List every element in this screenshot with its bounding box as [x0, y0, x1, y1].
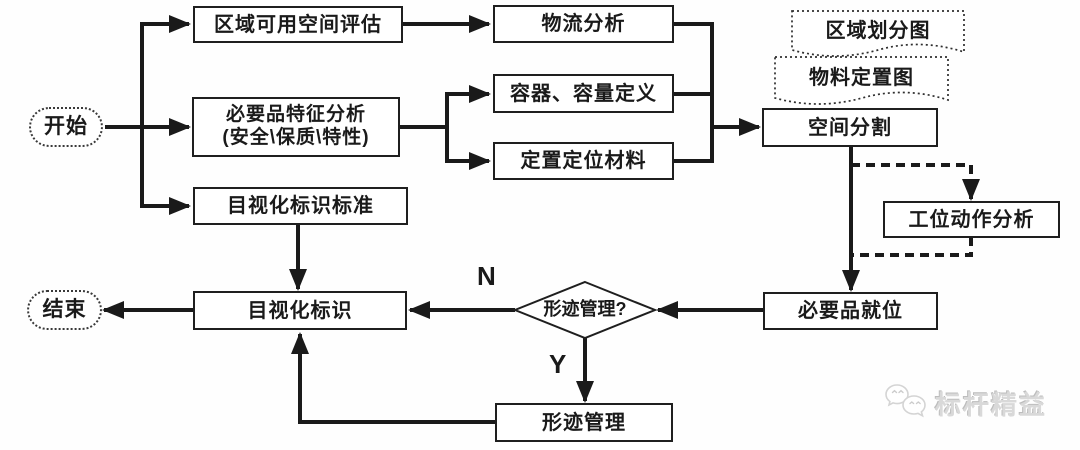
edge-label-yes: Y	[549, 349, 567, 379]
node-container-capacity: 容器、容量定义	[493, 74, 674, 113]
edge-dashed-station-return	[853, 237, 973, 257]
node-label: 开始	[44, 115, 88, 139]
node-label: 定置定位材料	[520, 150, 647, 172]
node-label: 形迹管理	[542, 411, 626, 434]
decision-diamond-shape	[512, 280, 658, 340]
doc-shape-material-placement-map	[774, 56, 949, 105]
edge-label-no: N	[477, 261, 496, 291]
node-label: 必要品特征分析	[225, 104, 366, 126]
node-end: 结束	[27, 290, 102, 330]
node-necessity-feature-analysis: 必要品特征分析 (安全\保质\特性)	[192, 97, 400, 157]
node-label: 结束	[42, 298, 87, 322]
doc-shape-area-division-map	[791, 10, 965, 57]
node-label: 目视化标识	[247, 299, 353, 322]
node-necessity-in-place: 必要品就位	[763, 292, 938, 330]
node-material-placement-map: 物料定置图	[775, 60, 948, 96]
node-start: 开始	[29, 107, 103, 147]
node-label: 物流分析	[541, 13, 626, 35]
node-label: 物料定置图	[809, 67, 914, 89]
node-station-motion-analysis: 工位动作分析	[883, 201, 1060, 238]
node-label: 目视化标识标准	[227, 195, 374, 217]
node-visual-marking-standard: 目视化标识标准	[193, 187, 408, 225]
watermark-brand-text: 标杆精益	[935, 389, 1048, 420]
node-label: 必要品就位	[798, 300, 903, 322]
node-trace-management: 形迹管理	[495, 403, 673, 442]
node-area-space-eval: 区域可用空间评估	[193, 6, 403, 43]
node-logistics-analysis: 物流分析	[493, 5, 674, 43]
node-label: 工位动作分析	[908, 208, 1035, 231]
node-label: 容器、容量定义	[510, 82, 657, 105]
watermark: 标杆精益	[884, 382, 1047, 424]
node-space-division: 空间分割	[762, 108, 938, 147]
node-sublabel: (安全\保质\特性)	[222, 127, 370, 148]
node-label: 区域可用空间评估	[214, 13, 382, 36]
edge-dashed-to-station	[851, 163, 980, 201]
node-label: 空间分割	[808, 116, 892, 139]
node-area-division-map: 区域划分图	[792, 13, 964, 49]
wechat-bubbles-icon	[885, 384, 926, 418]
node-trace-management-decision: 形迹管理?	[515, 284, 655, 336]
node-visual-marking: 目视化标识	[193, 291, 407, 330]
node-label: 形迹管理?	[543, 299, 627, 320]
node-positioning-materials: 定置定位材料	[493, 142, 674, 180]
node-label: 区域划分图	[825, 20, 931, 42]
edge-trace-to-visual	[291, 332, 495, 424]
